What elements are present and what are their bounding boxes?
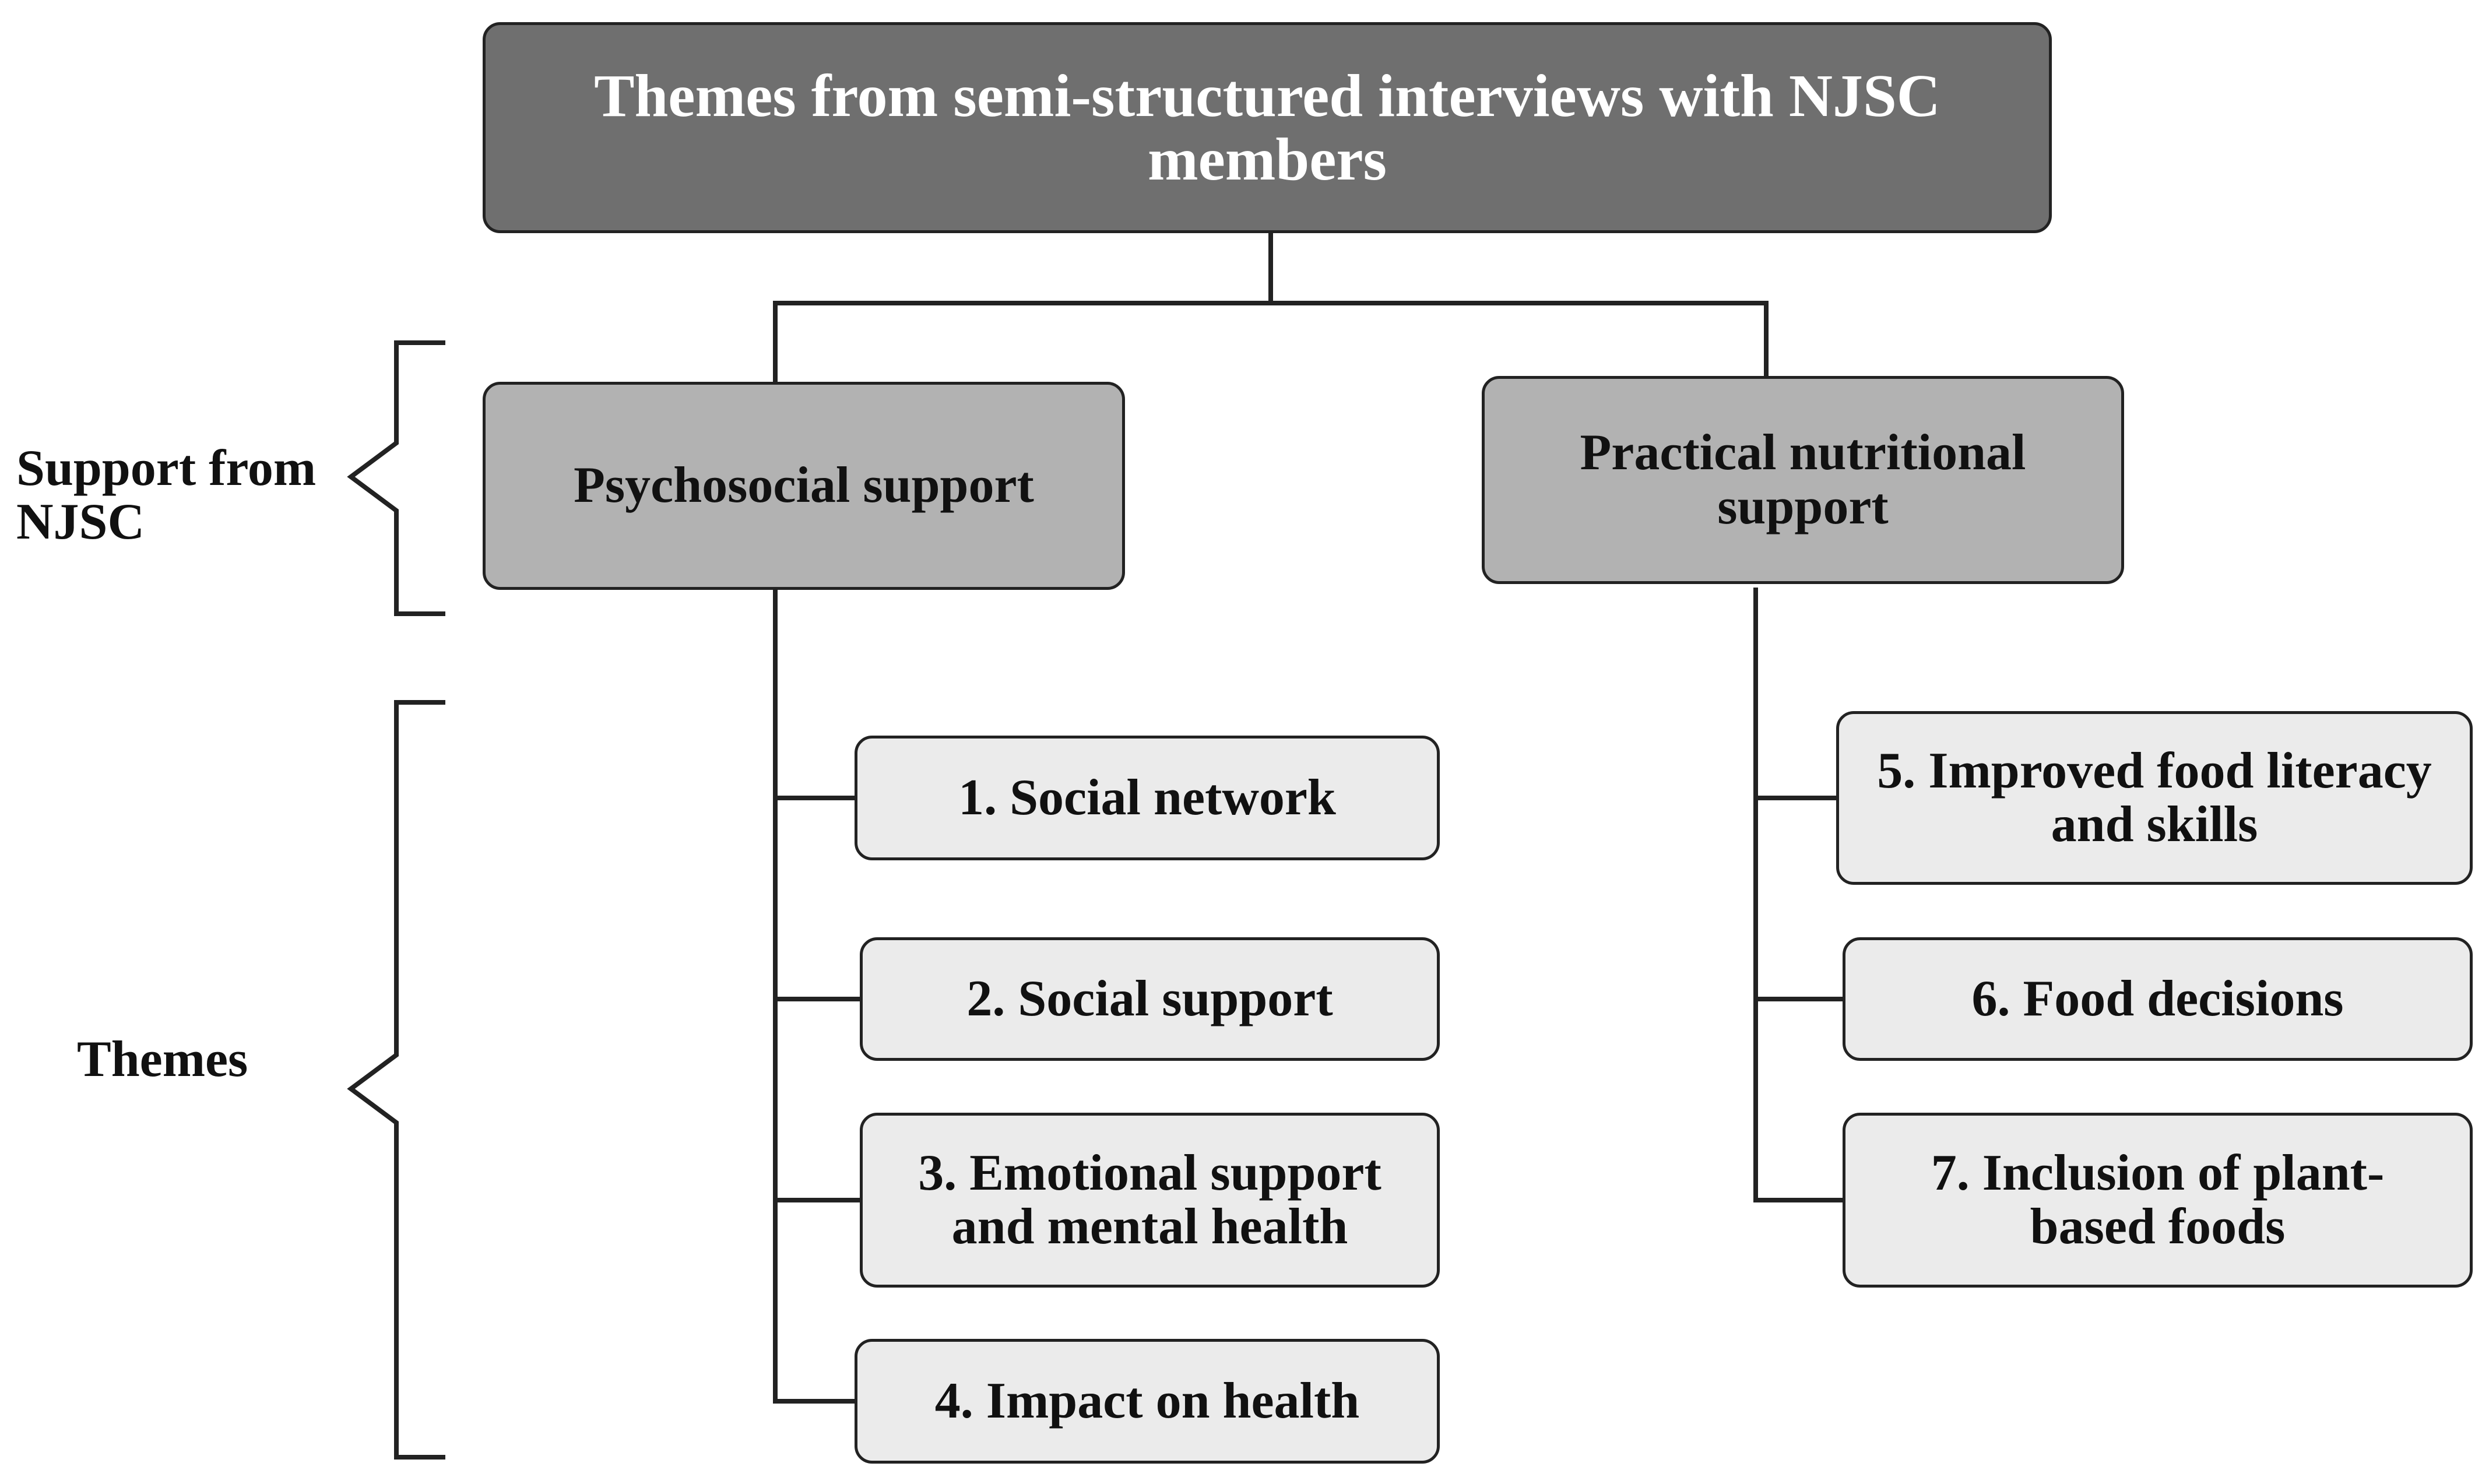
category-label: Psychosocial support xyxy=(574,457,1034,514)
right-spine-connector xyxy=(1753,588,1845,1202)
theme-impact-on-health: 4. Impact on health xyxy=(855,1339,1440,1464)
theme-label: 6. Food decisions xyxy=(1971,970,2344,1027)
theme-improved-food-literacy: 5. Improved food literacy and skills xyxy=(1836,711,2473,885)
themes-label: Themes xyxy=(77,1031,248,1088)
support-bracket xyxy=(347,340,445,616)
theme-emotional-support: 3. Emotional support and mental health xyxy=(860,1113,1440,1288)
themes-bracket xyxy=(347,700,445,1460)
theme-label-line-2: based foods xyxy=(2030,1198,2286,1255)
title-line-2: members xyxy=(1147,126,1387,193)
root-connector xyxy=(773,231,1769,384)
category-psychosocial-support: Psychosocial support xyxy=(483,382,1125,590)
theme-social-network: 1. Social network xyxy=(855,736,1440,860)
category-practical-nutritional-support: Practical nutritional support xyxy=(1482,376,2124,584)
theme-inclusion-of-plant-based-foods: 7. Inclusion of plant- based foods xyxy=(1843,1113,2473,1288)
theme-label: 3. Emotional support xyxy=(918,1144,1381,1201)
theme-food-decisions: 6. Food decisions xyxy=(1843,937,2473,1061)
theme-label-line-2: and mental health xyxy=(951,1198,1348,1255)
diagram-title-box: Themes from semi-structured interviews w… xyxy=(483,22,2052,233)
theme-label: 1. Social network xyxy=(958,769,1336,826)
theme-social-support: 2. Social support xyxy=(860,937,1440,1061)
support-from-njsc-label: Support from NJSC xyxy=(16,440,343,551)
category-label: Practical nutritional xyxy=(1580,424,2026,481)
theme-label: 5. Improved food literacy xyxy=(1877,742,2432,799)
support-label-line-1: Support from xyxy=(16,440,317,497)
left-spine-connector xyxy=(773,588,862,1404)
theme-label: 7. Inclusion of plant- xyxy=(1931,1144,2385,1201)
theme-label-line-2: and skills xyxy=(2051,796,2258,853)
category-label-line-2: support xyxy=(1717,478,1889,535)
theme-label: 2. Social support xyxy=(966,970,1333,1027)
title-line-1: Themes from semi-structured interviews w… xyxy=(594,62,1940,129)
theme-label: 4. Impact on health xyxy=(934,1372,1360,1429)
support-label-line-2: NJSC xyxy=(16,494,145,551)
